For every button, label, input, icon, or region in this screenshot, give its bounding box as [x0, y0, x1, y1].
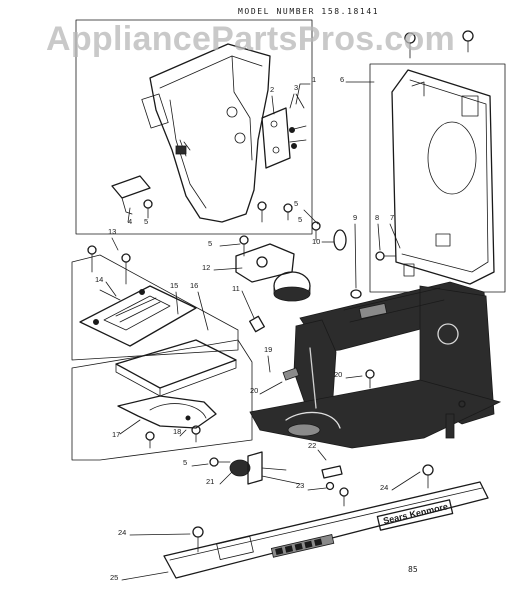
callout-17: 17 [112, 430, 120, 439]
callout-25: 25 [110, 573, 118, 582]
callout-3: 3 [294, 83, 298, 92]
sewing-machine-head [249, 281, 502, 449]
callout-5: 5 [294, 199, 298, 208]
group-box-lower-left [71, 339, 253, 461]
face-cover [141, 43, 271, 223]
callout-12: 12 [202, 263, 210, 272]
leader-lines [105, 81, 421, 581]
thread-guide-bracket [261, 107, 307, 169]
face-cover-latch [111, 175, 153, 219]
page-number: 85 [408, 565, 418, 574]
bobbin-winder-assembly [235, 221, 362, 333]
watermark-text: AppliancePartsPros.com [46, 20, 456, 58]
callout-19: 19 [264, 345, 272, 354]
callout-20: 20 [334, 370, 342, 379]
group-box-top-right [369, 63, 506, 293]
callout-7: 7 [390, 213, 394, 222]
bed-plate-assembly [115, 339, 237, 449]
callout-2: 2 [270, 85, 274, 94]
rear-cover-screws [375, 30, 474, 277]
callout-16: 16 [190, 281, 198, 290]
top-left-screws [257, 201, 293, 223]
callout-5: 5 [298, 215, 302, 224]
callout-18: 18 [173, 427, 181, 436]
front-plate [163, 481, 489, 579]
callout-4: 4 [128, 217, 132, 226]
callout-5: 5 [183, 458, 187, 467]
throat-plate-assembly [79, 245, 197, 347]
callout-13: 13 [108, 227, 116, 236]
callout-23: 23 [296, 481, 304, 490]
callout-24: 24 [118, 528, 126, 537]
callout-9: 9 [353, 213, 357, 222]
callout-6: 6 [340, 75, 344, 84]
callout-1: 1 [312, 75, 316, 84]
callout-5: 5 [208, 239, 212, 248]
callout-10: 10 [312, 237, 320, 246]
callout-21: 21 [206, 477, 214, 486]
callout-15: 15 [170, 281, 178, 290]
callout-5: 5 [144, 217, 148, 226]
callout-8: 8 [375, 213, 379, 222]
rear-cover [391, 69, 495, 285]
model-number-label: MODEL NUMBER 158.18141 [238, 7, 380, 16]
callout-22: 22 [308, 441, 316, 450]
callout-24: 24 [380, 483, 388, 492]
callout-14: 14 [95, 275, 103, 284]
group-box-top-left [75, 19, 313, 235]
callout-11: 11 [232, 284, 240, 293]
stitch-knob-and-bracket [209, 451, 434, 507]
callout-20: 20 [250, 386, 258, 395]
